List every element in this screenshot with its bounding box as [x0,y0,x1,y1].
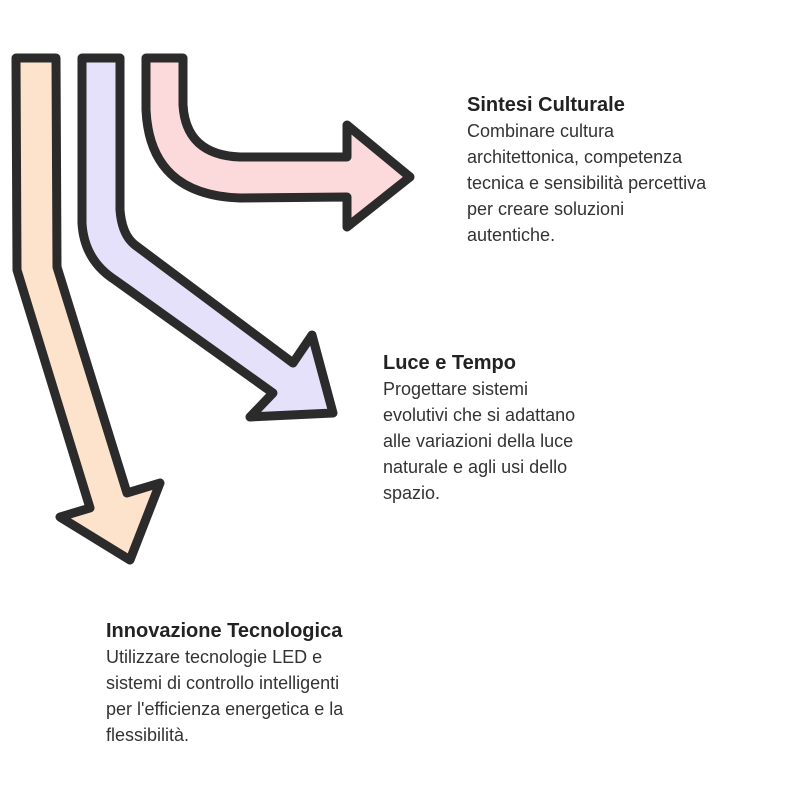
item-luce-e-tempo: Luce e Tempo Progettare sistemi evolutiv… [383,350,575,506]
arrow-luce [77,53,338,422]
desc-line: per l'efficienza energetica e la [106,699,344,719]
desc-line: evolutivi che si adattano [383,405,576,425]
item-sintesi-culturale: Sintesi Culturale Combinare cultura arch… [467,92,706,248]
desc-line: Utilizzare tecnologie LED e [106,647,323,667]
desc-line: tecnica e sensibilità percettiva [467,173,707,193]
item-title: Sintesi Culturale [467,94,625,116]
item-title: Innovazione Tecnologica [106,620,343,642]
arrow-sintesi [141,53,415,232]
desc-line: spazio. [383,483,441,503]
desc-line: Combinare cultura [467,121,615,141]
desc-line: sistemi di controllo intelligenti [106,673,340,693]
item-innovazione-tecnologica: Innovazione Tecnologica Utilizzare tecno… [106,618,343,748]
arrow-innovazione [11,53,165,565]
item-description: Combinare cultura architettonica, compet… [467,118,706,248]
item-description: Progettare sistemi evolutivi che si adat… [383,376,575,506]
item-title: Luce e Tempo [383,352,516,374]
item-description: Utilizzare tecnologie LED e sistemi di c… [106,644,343,748]
desc-line: alle variazioni della luce [383,431,574,451]
desc-line: autentiche. [467,225,556,245]
desc-line: naturale e agli usi dello [383,457,568,477]
desc-line: per creare soluzioni [467,199,625,219]
desc-line: flessibilità. [106,725,190,745]
desc-line: architettonica, competenza [467,147,683,167]
desc-line: Progettare sistemi [383,379,529,399]
